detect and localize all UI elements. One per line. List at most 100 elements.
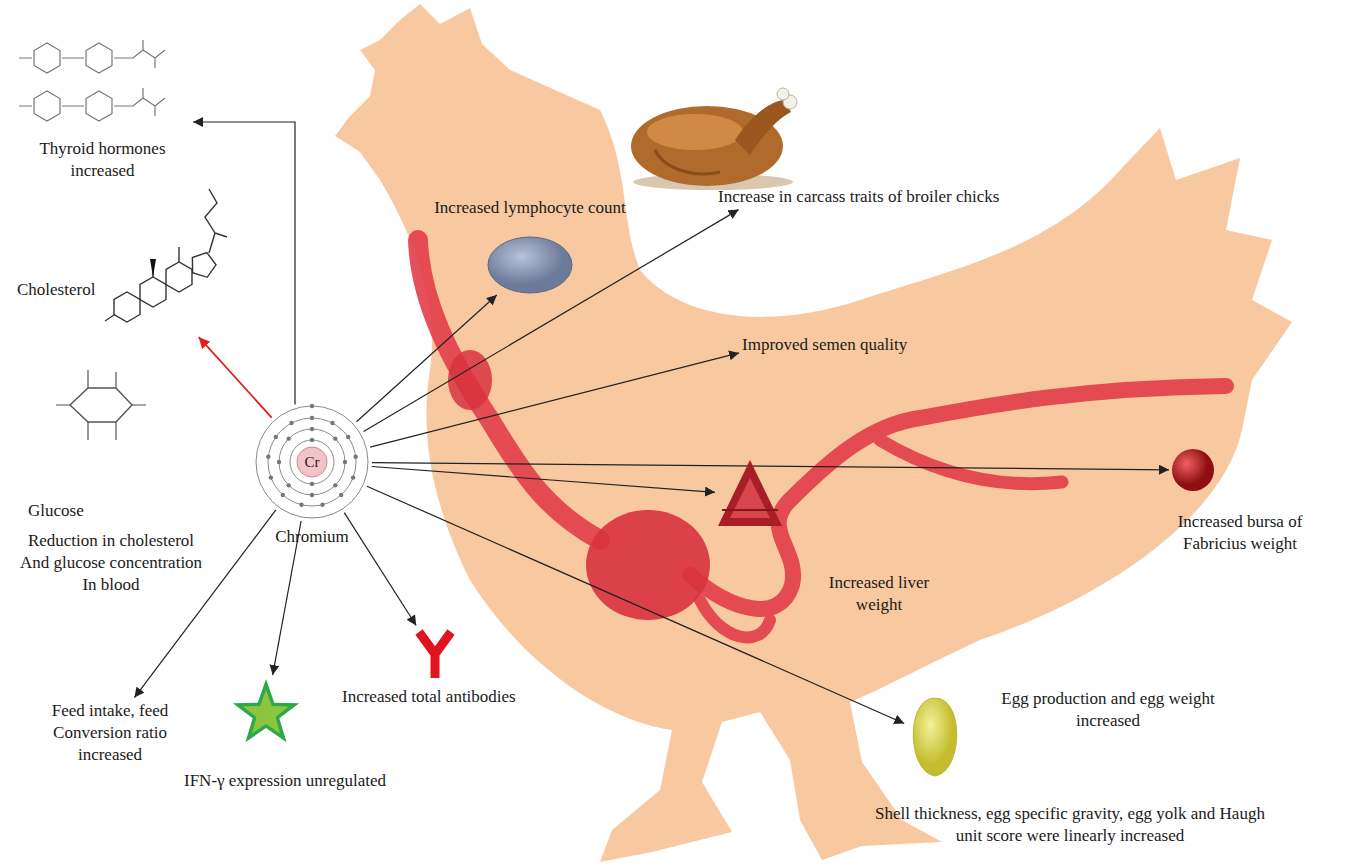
electron	[281, 493, 285, 497]
cholesterol-structure: Cholesterol	[105, 195, 225, 335]
electron	[333, 436, 337, 440]
node-label: Glucose	[28, 500, 118, 522]
node-shape	[414, 628, 456, 680]
molecule-bond	[19, 88, 165, 116]
roast-turkey	[631, 88, 797, 190]
antibody-symbol: Increased total antibodies	[414, 628, 456, 680]
liver-triangle: Increased liver weight	[718, 460, 782, 526]
electron	[343, 460, 347, 464]
effect-arrow	[199, 337, 272, 417]
intestine-loop	[700, 600, 770, 637]
turkey-highlight	[647, 114, 743, 150]
lymphocyte-cell: Increased lymphocyte count	[488, 237, 572, 293]
electron	[339, 493, 343, 497]
electron	[289, 421, 293, 425]
node-label: Cholesterol	[17, 279, 103, 301]
node-label: Increase in carcass traits of broiler ch…	[718, 186, 999, 208]
benzene-ring	[86, 43, 112, 73]
hydroxyl-bond	[105, 315, 114, 321]
electron	[286, 483, 290, 487]
electron	[310, 438, 314, 442]
effect-arrow	[364, 210, 739, 432]
wedge-bond	[150, 259, 156, 277]
bursa-sphere: Increased bursa of Fabricius weight	[1172, 449, 1214, 491]
effect-text: Feed intake, feed Conversion ratio incre…	[40, 700, 180, 766]
cell-body	[488, 237, 572, 293]
chicken-silhouette	[335, 4, 1292, 862]
effect-arrow	[370, 353, 739, 447]
node-shape	[15, 30, 190, 128]
egg: Egg production and egg weight increasedS…	[907, 698, 963, 776]
electron	[286, 436, 290, 440]
thyroid-hormone-structures: Thyroid hormones increased	[15, 30, 190, 128]
intestine	[690, 386, 1226, 609]
node-label: Thyroid hormones increased	[35, 138, 170, 182]
steroid-ring	[114, 292, 140, 322]
element-symbol: Cr	[252, 451, 372, 473]
shape-group	[419, 632, 451, 678]
electron	[351, 475, 355, 479]
chromium-atom: CrChromium	[252, 402, 372, 522]
shape-group	[913, 698, 957, 776]
node-label: Increased bursa of Fabricius weight	[1150, 511, 1330, 555]
effect-arrow	[372, 463, 1169, 470]
glucose-structure: Glucose	[50, 360, 150, 450]
antibody-y	[419, 632, 451, 678]
electron	[310, 404, 314, 408]
bone-end	[777, 88, 789, 100]
effect-arrow	[357, 295, 497, 422]
node-shape	[105, 195, 225, 335]
node-label: Improved semen quality	[742, 334, 907, 356]
star-inner	[243, 690, 289, 733]
electron	[310, 493, 314, 497]
node-label: Increased total antibodies	[342, 686, 516, 708]
hydroxyl-bonds	[56, 370, 146, 440]
electron	[310, 482, 314, 486]
node-label: Increased lymphocyte count	[380, 197, 680, 219]
stomach	[586, 510, 710, 620]
electron	[333, 483, 337, 487]
electron	[277, 460, 281, 464]
steroid-ring	[166, 262, 192, 292]
node-shape	[907, 698, 963, 776]
steroid-ring	[192, 253, 216, 278]
node-label: Egg production and egg weight increased	[977, 688, 1239, 732]
node-shape	[232, 678, 300, 744]
steroid-ring	[140, 277, 166, 307]
effect-text: Increase in carcass traits of broiler ch…	[718, 186, 999, 208]
node-label: Feed intake, feed Conversion ratio incre…	[40, 700, 180, 766]
liver-triangle-line	[722, 509, 778, 511]
shape-group	[1172, 449, 1214, 491]
digestive-tract	[418, 240, 1226, 637]
ifn-star: IFN-γ expression unregulated	[232, 678, 300, 744]
node-shape	[50, 360, 150, 450]
node-shape	[1172, 449, 1214, 491]
star-outer	[233, 679, 300, 742]
electron	[266, 454, 270, 458]
node-shape	[718, 460, 782, 526]
note-label: Reduction in cholesterol And glucose con…	[12, 530, 210, 596]
node-shape	[488, 237, 572, 293]
glucose-ring	[70, 388, 132, 422]
egg-shape	[913, 698, 957, 776]
node-label: IFN-γ expression unregulated	[184, 770, 386, 792]
effect-arrow	[193, 122, 295, 404]
benzene-ring	[34, 43, 60, 73]
electron	[274, 435, 278, 439]
shape-group	[233, 679, 300, 742]
effect-arrow	[344, 513, 416, 626]
side-chain	[153, 189, 227, 277]
bursa-ball	[1172, 449, 1214, 491]
electron	[330, 421, 334, 425]
electron	[320, 503, 324, 507]
node-label: Shell thickness, egg specific gravity, e…	[860, 803, 1280, 847]
electron	[269, 475, 273, 479]
shape-group	[488, 237, 572, 293]
turkey-wing	[655, 150, 720, 174]
intestine-branch	[880, 440, 1062, 484]
liver-triangle-outer	[718, 460, 782, 526]
shape-group	[105, 189, 227, 322]
